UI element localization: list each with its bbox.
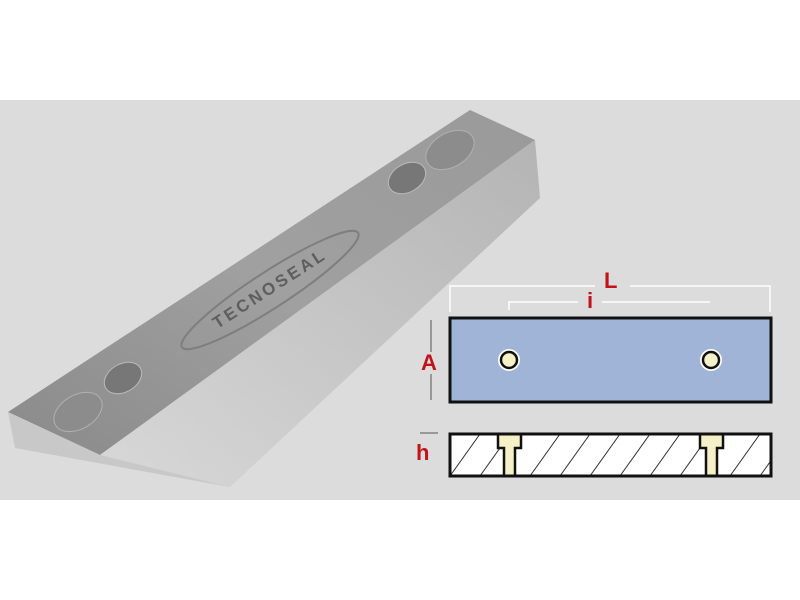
plan-hole-right [700,349,722,371]
bar-front-face [100,140,540,487]
plan-hole-left [498,349,520,371]
recess-left [53,391,103,433]
label-width: A [421,350,437,375]
embossed-logo-outline [180,229,360,351]
bar-end-face [8,412,230,487]
dimension-lines [449,285,771,312]
recess-right [425,129,475,171]
width-dimension [420,320,438,434]
label-height: h [416,440,430,465]
label-hole-spacing: i [587,288,594,313]
section-view [448,432,773,478]
bolt-hole-right [387,161,427,195]
label-length: L [604,268,618,293]
bolt-hole-left [103,361,143,395]
